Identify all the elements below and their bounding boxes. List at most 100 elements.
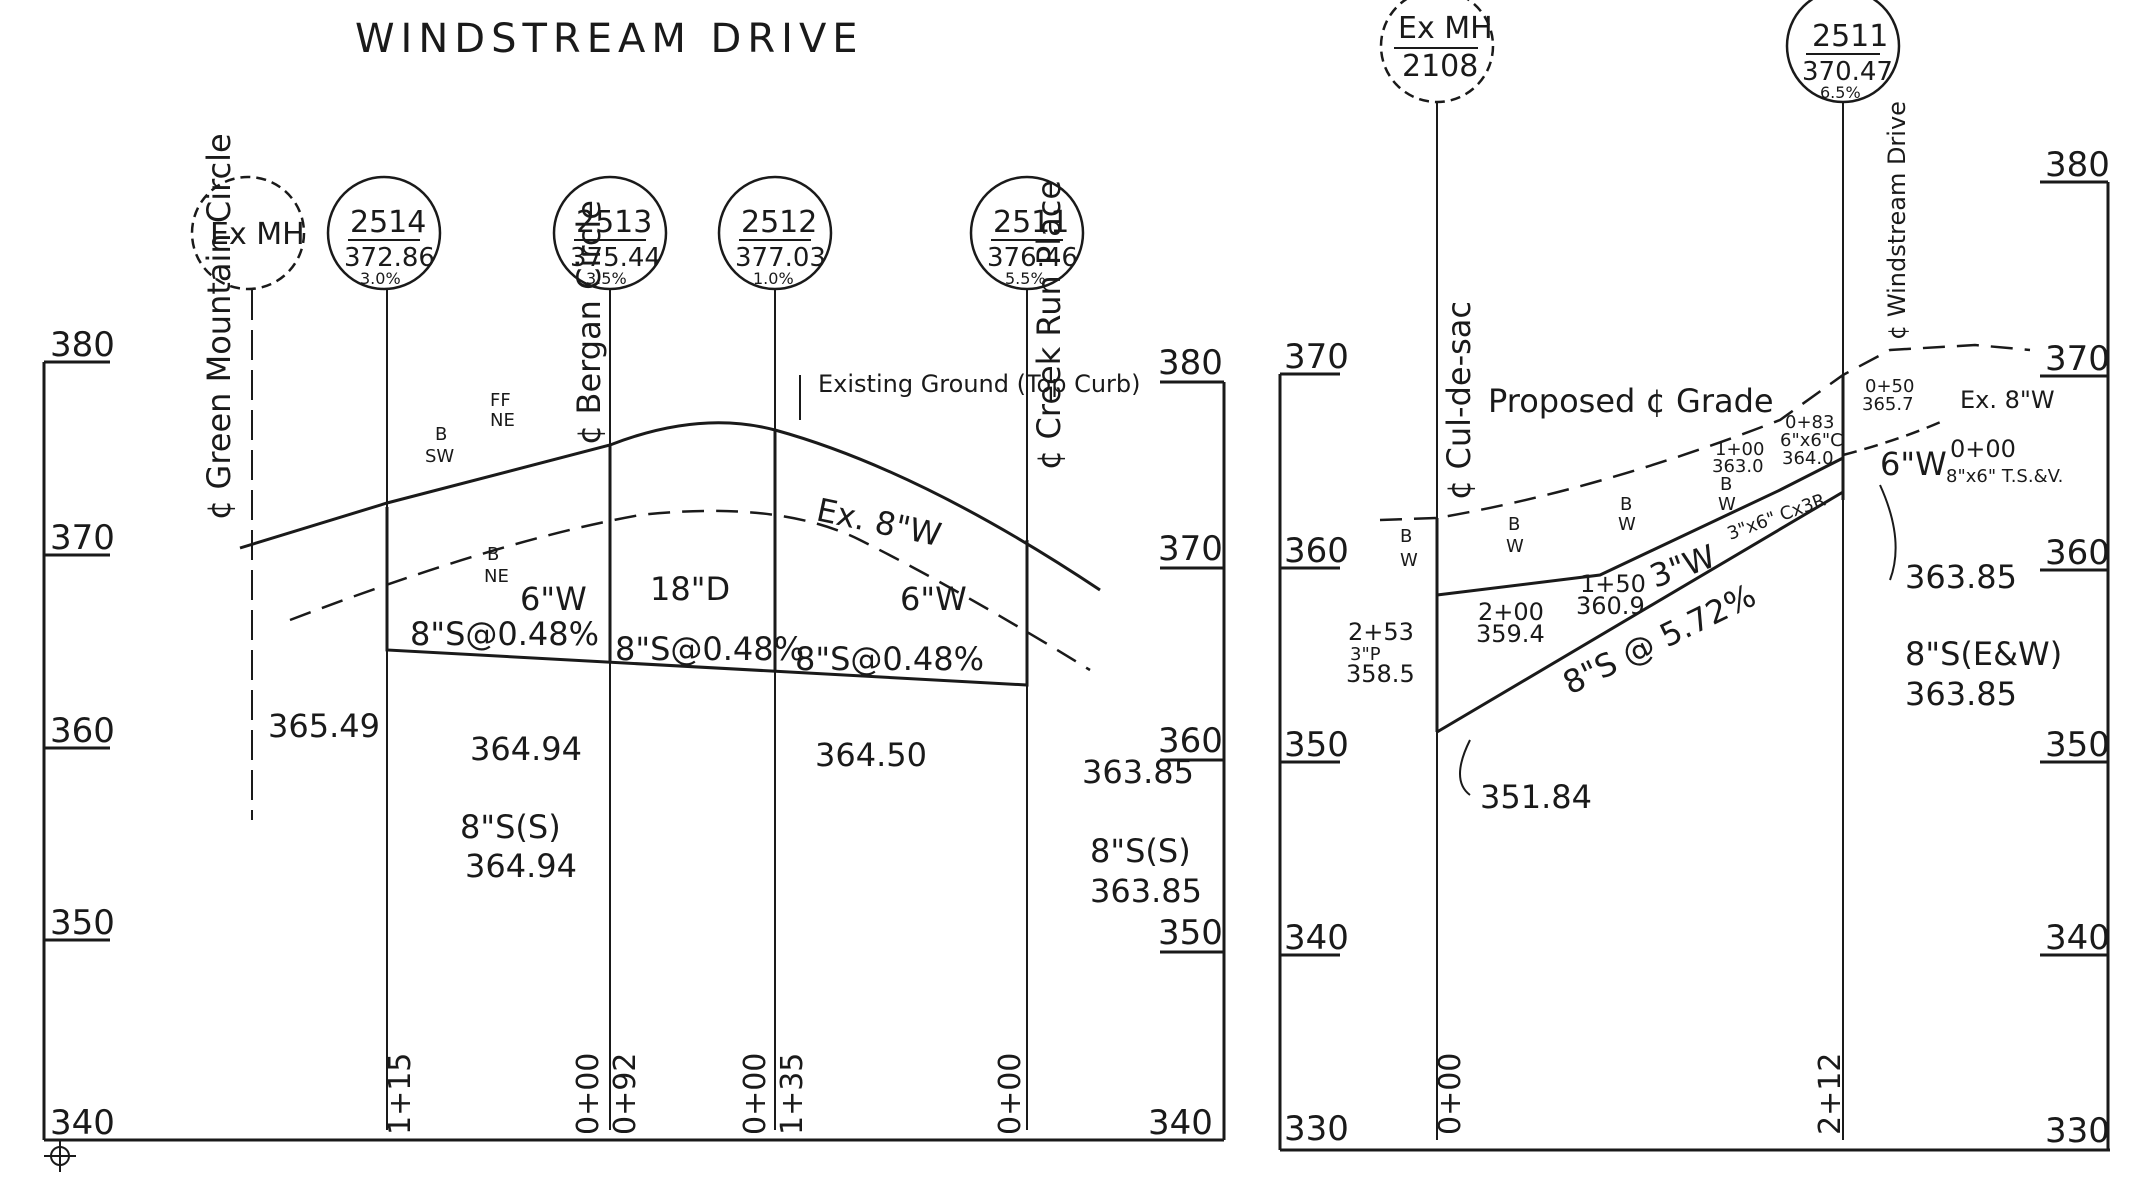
station-label: 1+35 bbox=[775, 1053, 810, 1135]
reducer-label: 3"x6" Cx3R bbox=[1725, 490, 1829, 545]
service-elev: 363.85 bbox=[1090, 872, 1202, 910]
grade-station: 0+50 bbox=[1865, 376, 1914, 397]
invert-label: 363.85 bbox=[1905, 558, 2017, 596]
manhole-2514: 2514 372.86 3.0% bbox=[326, 175, 442, 1130]
left-elev-label: 360 bbox=[1284, 531, 1349, 571]
grade-elev: 360.9 bbox=[1576, 592, 1645, 620]
manhole-label: Ex MH bbox=[210, 217, 305, 252]
manhole-pct: 3.0% bbox=[360, 269, 401, 288]
grade-elev: 363.0 bbox=[1712, 456, 1764, 477]
sewer-pipe-line bbox=[1436, 490, 1844, 734]
utility-mark: B bbox=[1720, 474, 1732, 495]
grade-point: 2+53 3"P 358.5 bbox=[1346, 618, 1415, 688]
grade-station: 2+53 bbox=[1348, 618, 1414, 646]
leader-line bbox=[1879, 484, 1897, 581]
service-elev: 363.85 bbox=[1905, 675, 2017, 713]
water-callout: 6"W bbox=[1880, 445, 1947, 483]
left-elev-label: 350 bbox=[50, 903, 115, 943]
manhole-pct: 5.5% bbox=[1005, 269, 1046, 288]
left-elev-label: 340 bbox=[1284, 918, 1349, 958]
grade-point: 1+50 360.9 bbox=[1576, 570, 1646, 620]
utility-mark: FF bbox=[490, 390, 511, 411]
right-elev-label: 360 bbox=[1158, 721, 1223, 761]
manhole-rim: 372.86 bbox=[344, 243, 435, 273]
manhole-rim: 377.03 bbox=[735, 243, 826, 273]
utility-mark: B bbox=[1620, 494, 1632, 515]
manhole-number: 2511 bbox=[1812, 19, 1888, 54]
grade-elev: 359.4 bbox=[1476, 620, 1545, 648]
manhole-rim: 375.44 bbox=[570, 243, 661, 273]
service-size: 8"S(E&W) bbox=[1905, 635, 2062, 673]
right-elev-label: 350 bbox=[2045, 725, 2110, 765]
manhole-rim: 370.47 bbox=[1802, 57, 1893, 87]
manhole-ex-mh: Ex MH bbox=[190, 175, 306, 820]
right-elev-label: 340 bbox=[1148, 1103, 1213, 1143]
utility-mark: NE bbox=[484, 566, 509, 587]
left-profile: 380 370 360 350 340 380 370 360 350 340 … bbox=[42, 133, 1226, 1172]
left-elev-label: 340 bbox=[50, 1103, 115, 1143]
service-size: 8"S(S) bbox=[1090, 832, 1191, 870]
utility-mark: NE bbox=[490, 410, 515, 431]
grade-elev: 358.5 bbox=[1346, 660, 1415, 688]
station-label: 1+15 bbox=[383, 1053, 418, 1135]
manhole-pct: 6.5% bbox=[1820, 83, 1861, 102]
street-label-windstream: ¢ Windstream Drive bbox=[1883, 101, 1911, 340]
manhole-pct: 3.5% bbox=[586, 269, 627, 288]
existing-water-label: Ex. 8"W bbox=[813, 491, 944, 554]
street-label-cul-de-sac: ¢ Cul-de-sac bbox=[1440, 301, 1478, 500]
utility-mark: B bbox=[435, 424, 447, 445]
existing-water-line bbox=[289, 509, 1091, 672]
utility-mark: B bbox=[1400, 526, 1412, 547]
existing-water-label: Ex. 8"W bbox=[1960, 386, 2055, 414]
existing-water-line bbox=[1842, 418, 1946, 457]
existing-ground-line bbox=[239, 421, 1101, 592]
street-label-green-mountain: ¢ Green Mountain Circle bbox=[200, 133, 238, 520]
manhole-number: 2514 bbox=[350, 205, 426, 240]
utility-mark: W bbox=[1400, 550, 1418, 571]
right-elev-label: 380 bbox=[1158, 343, 1223, 383]
right-elev-label: 370 bbox=[2045, 339, 2110, 379]
left-elev-label: 370 bbox=[50, 518, 115, 558]
grade-elev: 364.0 bbox=[1782, 448, 1834, 469]
proposed-grade-line bbox=[1379, 343, 2031, 522]
invert-label: 364.50 bbox=[815, 736, 927, 774]
left-elev-label: 350 bbox=[1284, 725, 1349, 765]
right-elev-label: 340 bbox=[2045, 918, 2110, 958]
utility-mark: B bbox=[1508, 514, 1520, 535]
street-label-creek-run: ¢ Creek Run Place bbox=[1030, 180, 1068, 470]
manhole-2511-right: 2511 370.47 6.5% bbox=[1785, 0, 1901, 1140]
water-callout: 6"W bbox=[900, 580, 967, 618]
station-label: 0+00 bbox=[1433, 1053, 1468, 1135]
left-elev-label: 370 bbox=[1284, 337, 1349, 377]
manhole-rim: 376.46 bbox=[987, 243, 1078, 273]
invert-label: 365.49 bbox=[268, 707, 380, 745]
proposed-grade-label: Proposed ¢ Grade bbox=[1488, 382, 1774, 420]
station-label: 2+12 bbox=[1813, 1053, 1848, 1135]
grade-station: 1+00 bbox=[1715, 439, 1764, 460]
right-elev-label: 360 bbox=[2045, 533, 2110, 573]
left-elev-label: 330 bbox=[1284, 1109, 1349, 1149]
drain-callout: 18"D bbox=[650, 570, 730, 608]
utility-mark: W bbox=[1718, 494, 1736, 515]
left-elev-label: 380 bbox=[50, 325, 115, 365]
water-callout: 6"W bbox=[520, 580, 587, 618]
utility-mark: SW bbox=[425, 446, 454, 467]
right-elev-label: 370 bbox=[1158, 529, 1223, 569]
manhole-2513: 2513 375.44 3.5% bbox=[552, 175, 668, 1130]
manhole-number: 2108 bbox=[1402, 49, 1478, 84]
utility-mark: W bbox=[1618, 514, 1636, 535]
left-elev-label: 360 bbox=[50, 711, 115, 751]
invert-label: 364.94 bbox=[470, 730, 582, 768]
tap-note: 8"x6" T.S.&V. bbox=[1946, 466, 2063, 487]
drawing-title: WINDSTREAM DRIVE bbox=[355, 16, 864, 62]
station-label: 0+00 bbox=[571, 1053, 606, 1135]
grade-station: 1+50 bbox=[1580, 570, 1646, 598]
manhole-2511: 2511 376.46 5.5% bbox=[969, 175, 1085, 1130]
manhole-2512: 2512 377.03 1.0% bbox=[717, 175, 833, 1130]
invert-label: 351.84 bbox=[1480, 778, 1592, 816]
leader-line bbox=[1459, 739, 1471, 796]
grade-station: 0+83 bbox=[1785, 412, 1834, 433]
utility-mark: W bbox=[1506, 536, 1524, 557]
pipe-segment-label: 8"S@0.48% bbox=[615, 630, 804, 668]
